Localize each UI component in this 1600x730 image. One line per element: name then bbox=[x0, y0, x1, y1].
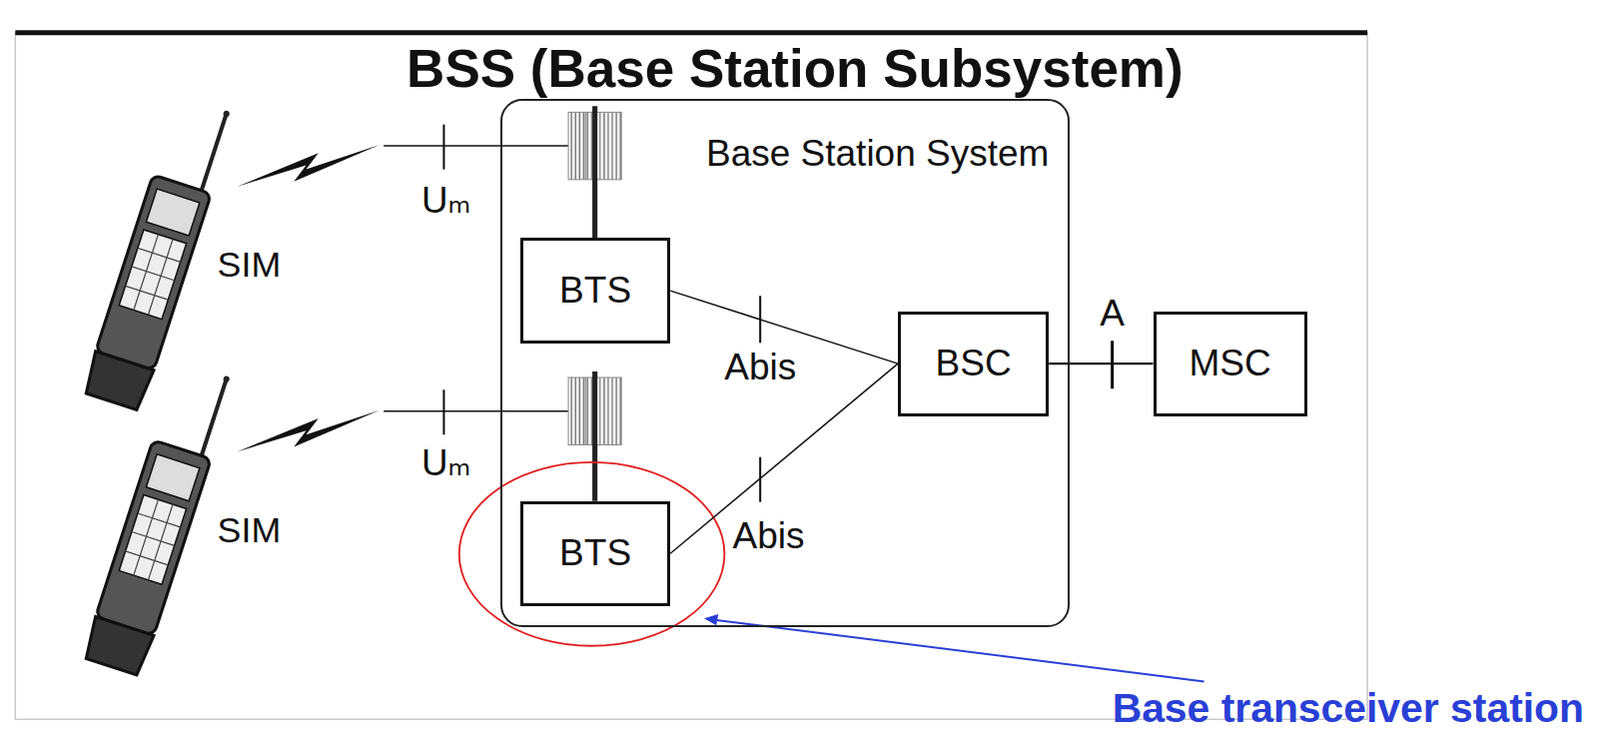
frame bbox=[14, 32, 1368, 721]
interface-link bbox=[1048, 362, 1153, 365]
interface-tick bbox=[442, 124, 445, 170]
air-link bbox=[383, 410, 572, 413]
leader-arrowhead bbox=[704, 614, 719, 626]
mobile-phone bbox=[81, 360, 237, 677]
msc-box: MSC bbox=[1153, 311, 1308, 417]
radio-bolt bbox=[236, 410, 380, 453]
box-label: BTS bbox=[559, 532, 632, 576]
highlight-ellipse bbox=[459, 462, 726, 647]
top-rule bbox=[14, 29, 1368, 35]
interface-label: Uₘ bbox=[421, 442, 471, 485]
leader-line bbox=[714, 620, 1204, 683]
system-title: Base Station System bbox=[706, 132, 1049, 176]
air-link bbox=[383, 144, 572, 147]
interface-label: A bbox=[1097, 292, 1127, 336]
box-label: BTS bbox=[559, 269, 632, 313]
box-label: MSC bbox=[1189, 342, 1272, 386]
antenna-mast bbox=[592, 371, 598, 502]
bsc-box: BSC bbox=[897, 311, 1049, 417]
interface-tick bbox=[442, 389, 445, 435]
interface-link bbox=[670, 363, 898, 554]
mobile-phone bbox=[81, 94, 237, 411]
sim-label: SIM bbox=[217, 510, 282, 552]
antenna-mast bbox=[592, 105, 598, 238]
bts-box: BTS bbox=[520, 237, 671, 344]
interface-label: Abis bbox=[731, 515, 807, 559]
system-boundary: Base Station SystemBTS BTS BSC bbox=[500, 98, 1070, 628]
interface-label: Abis bbox=[722, 346, 799, 390]
interface-link bbox=[670, 290, 898, 364]
interface-label: Uₘ bbox=[421, 179, 471, 222]
illustration-layer bbox=[14, 32, 1368, 721]
box-label: BSC bbox=[935, 342, 1012, 386]
diagram-title: BSS (Base Station Subsystem) bbox=[406, 38, 1184, 100]
bts-box: BTS bbox=[520, 501, 671, 607]
radio-bolt bbox=[236, 144, 380, 187]
sim-label: SIM bbox=[217, 244, 282, 286]
callout-label: Base transceiver station bbox=[1112, 685, 1585, 730]
